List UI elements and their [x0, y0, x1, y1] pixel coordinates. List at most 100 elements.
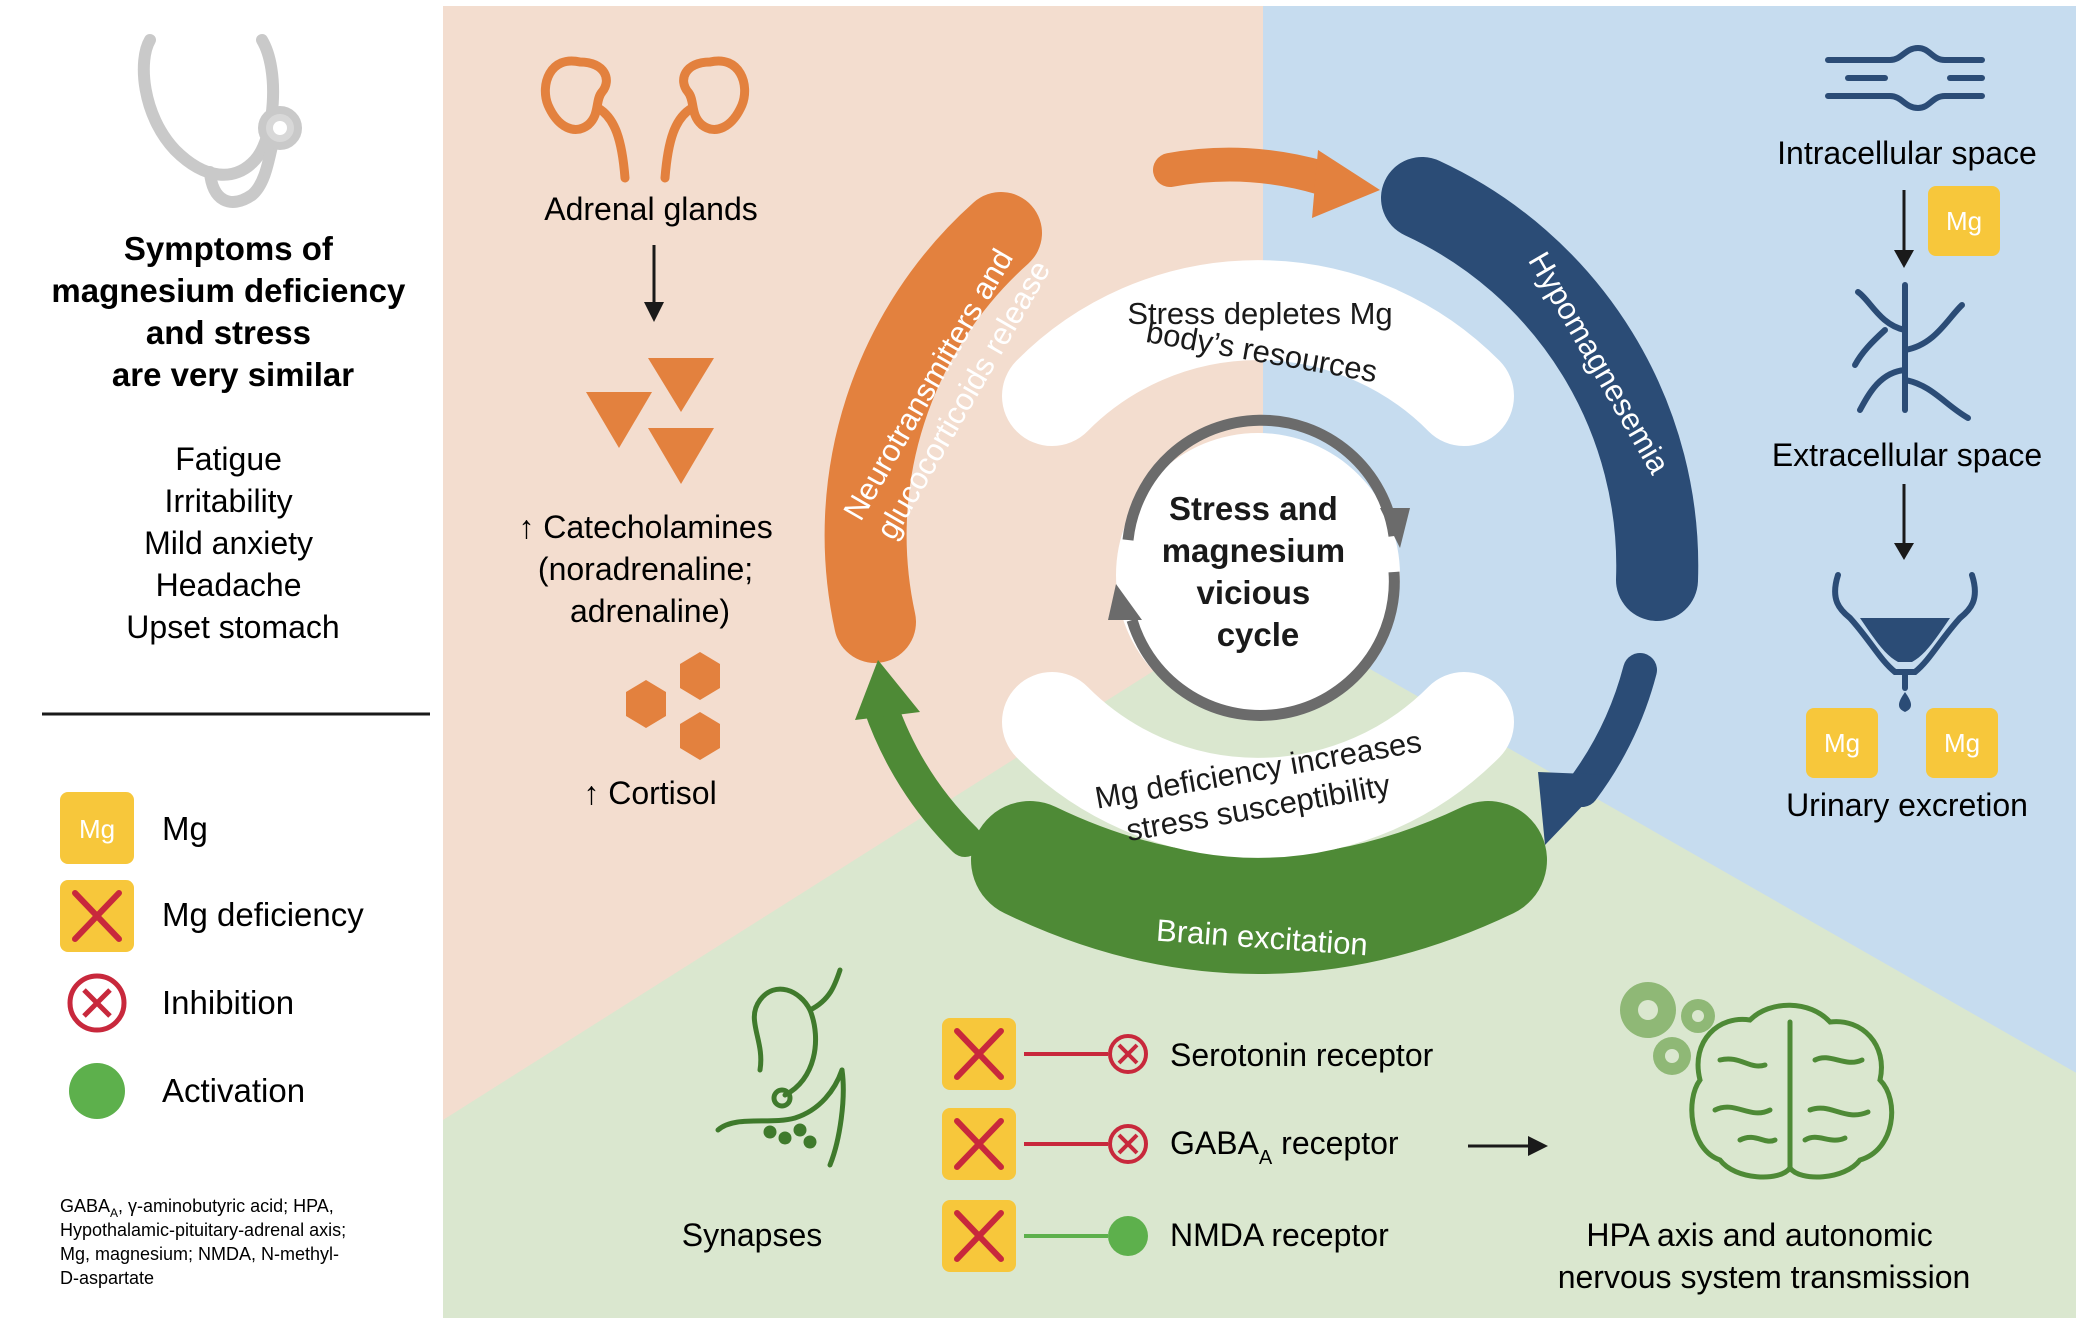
down-arrow-icon: [1894, 190, 1914, 268]
green-arrowhead: [855, 660, 920, 720]
bottom-panel: Synapses Serotonin receptor GABAA recept…: [682, 967, 1971, 1295]
kidney-icon: [540, 56, 750, 183]
symptom-item: Mild anxiety: [144, 525, 313, 561]
center-arrowhead-bottom: [1108, 584, 1142, 620]
blood-vessel-icon: [1852, 282, 1971, 421]
extracellular-label: Extracellular space: [1772, 437, 2042, 473]
activation-icon: [1108, 1216, 1148, 1256]
legend-mg-deficiency-label: Mg deficiency: [162, 896, 364, 933]
urinary-label: Urinary excretion: [1786, 787, 2028, 823]
down-arrow-icon: [644, 245, 664, 322]
center-ring-top: [1122, 414, 1400, 541]
right-arrow-icon: [1468, 1136, 1548, 1156]
cross-icon: [954, 1210, 1004, 1262]
gaba-label: GABAA receptor: [1170, 1125, 1399, 1169]
symptom-item: Fatigue: [175, 441, 282, 477]
mg-badge-text: Mg: [1824, 728, 1860, 758]
orange-arrowhead: [1312, 150, 1380, 218]
navy-arrowhead: [1538, 772, 1612, 845]
nmda-label: NMDA receptor: [1170, 1217, 1389, 1253]
symptom-item: Headache: [156, 567, 302, 603]
sidebar: Symptoms of magnesium deficiency and str…: [42, 34, 430, 1288]
sidebar-title-line: and stress: [146, 314, 311, 351]
hpa-line: nervous system transmission: [1558, 1259, 1971, 1295]
synapse-icon: [715, 967, 846, 1168]
sidebar-title-line: are very similar: [112, 356, 354, 393]
sidebar-title: Symptoms of magnesium deficiency and str…: [51, 230, 414, 393]
inhibition-icon: [1108, 1124, 1148, 1164]
green-arc: [971, 801, 1547, 974]
stethoscope-icon: [137, 34, 302, 208]
center-line: magnesium: [1162, 532, 1345, 569]
catecholamines-label: ↑ Catecholamines (noradrenaline; adrenal…: [518, 509, 781, 629]
legend-inhibition-label: Inhibition: [162, 984, 294, 1021]
intracellular-label: Intracellular space: [1777, 135, 2037, 171]
activation-icon: [69, 1063, 125, 1119]
bladder-icon: [1832, 572, 1978, 712]
band-top-line: Stress depletes Mg: [1127, 296, 1392, 331]
hpa-line: HPA axis and autonomic: [1586, 1217, 1932, 1253]
catecholamine-triangle-icon: [586, 358, 714, 484]
mg-badge-text: Mg: [1946, 206, 1982, 236]
mg-badge: [1806, 708, 1878, 778]
synapses-label: Synapses: [682, 1217, 823, 1253]
footnote-line: Mg, magnesium; NMDA, N-methyl-: [60, 1244, 339, 1264]
navy-arc: [1381, 157, 1699, 621]
sidebar-title-line: magnesium deficiency: [51, 272, 406, 309]
cell-membrane-icon: [1825, 44, 1985, 112]
orange-arc: [824, 192, 1042, 663]
center-arrowhead-top: [1380, 508, 1410, 548]
catecholamines-line: ↑ Catecholamines: [518, 509, 772, 545]
gaba-rest: receptor: [1272, 1125, 1399, 1161]
right-panel: Intracellular space Mg Extracellular spa…: [1772, 44, 2042, 823]
white-band-bottom: [1002, 672, 1514, 858]
cross-icon: [954, 1028, 1004, 1080]
catecholamines-line: adrenaline): [570, 593, 730, 629]
center-circle: [1116, 433, 1400, 717]
band-top-label: Stress depletes Mg: [1127, 296, 1392, 331]
inhibition-icon: [1108, 1034, 1148, 1074]
footnote-sub: A: [110, 1206, 118, 1220]
legend-mg-label: Mg: [162, 810, 208, 847]
center-ring-bottom: [1126, 571, 1400, 721]
brain-icon: [1689, 1002, 1895, 1180]
symptom-list: Fatigue Irritability Mild anxiety Headac…: [126, 441, 339, 645]
green-arrow: [863, 688, 982, 857]
center-line: Stress and: [1169, 490, 1338, 527]
sidebar-title-line: Symptoms of: [124, 230, 334, 267]
gaba-sub: A: [1259, 1147, 1273, 1169]
adrenal-label: Adrenal glands: [544, 191, 757, 227]
center-line: cycle: [1217, 616, 1300, 653]
symptom-item: Upset stomach: [126, 609, 339, 645]
gaba-main: GABA: [1170, 1125, 1260, 1161]
mg-badge: [1928, 186, 2000, 256]
legend-activation-label: Activation: [162, 1072, 305, 1109]
footnote-line: GABA: [60, 1196, 110, 1216]
footnote-line: D-aspartate: [60, 1268, 154, 1288]
legend: Mg Mg Mg deficiency Inhibition Activatio…: [60, 792, 364, 1119]
orange-arrow: [1153, 147, 1339, 195]
footnote: GABAA, γ-aminobutyric acid; HPA, Hypotha…: [60, 1196, 351, 1288]
symptom-item: Irritability: [165, 483, 293, 519]
footnote-line: , γ-aminobutyric acid; HPA,: [118, 1196, 334, 1216]
footnote-line: Hypothalamic-pituitary-adrenal axis;: [60, 1220, 346, 1240]
cross-icon: [72, 890, 122, 942]
left-panel: Adrenal glands ↑ Catecholamines (noradre…: [518, 56, 781, 811]
catecholamines-line: (noradrenaline;: [538, 551, 753, 587]
vicious-cycle: Stress and magnesium vicious cycle Neuro…: [824, 147, 1699, 974]
cortisol-hexagon-icon: [626, 652, 720, 760]
center-label: Stress and magnesium vicious cycle: [1162, 490, 1355, 653]
cross-icon: [954, 1118, 1004, 1170]
cortisol-label: ↑ Cortisol: [583, 775, 716, 811]
hpa-label: HPA axis and autonomic nervous system tr…: [1558, 1217, 1971, 1295]
inhibition-icon: [67, 973, 127, 1033]
down-arrow-icon: [1894, 484, 1914, 560]
mg-badge-text: Mg: [1944, 728, 1980, 758]
serotonin-label: Serotonin receptor: [1170, 1037, 1434, 1073]
mg-badge: [1926, 708, 1998, 778]
legend-mg-swatch: [60, 792, 134, 864]
legend-mg-swatch-text: Mg: [79, 814, 115, 844]
gears-icon: [1620, 982, 1715, 1075]
